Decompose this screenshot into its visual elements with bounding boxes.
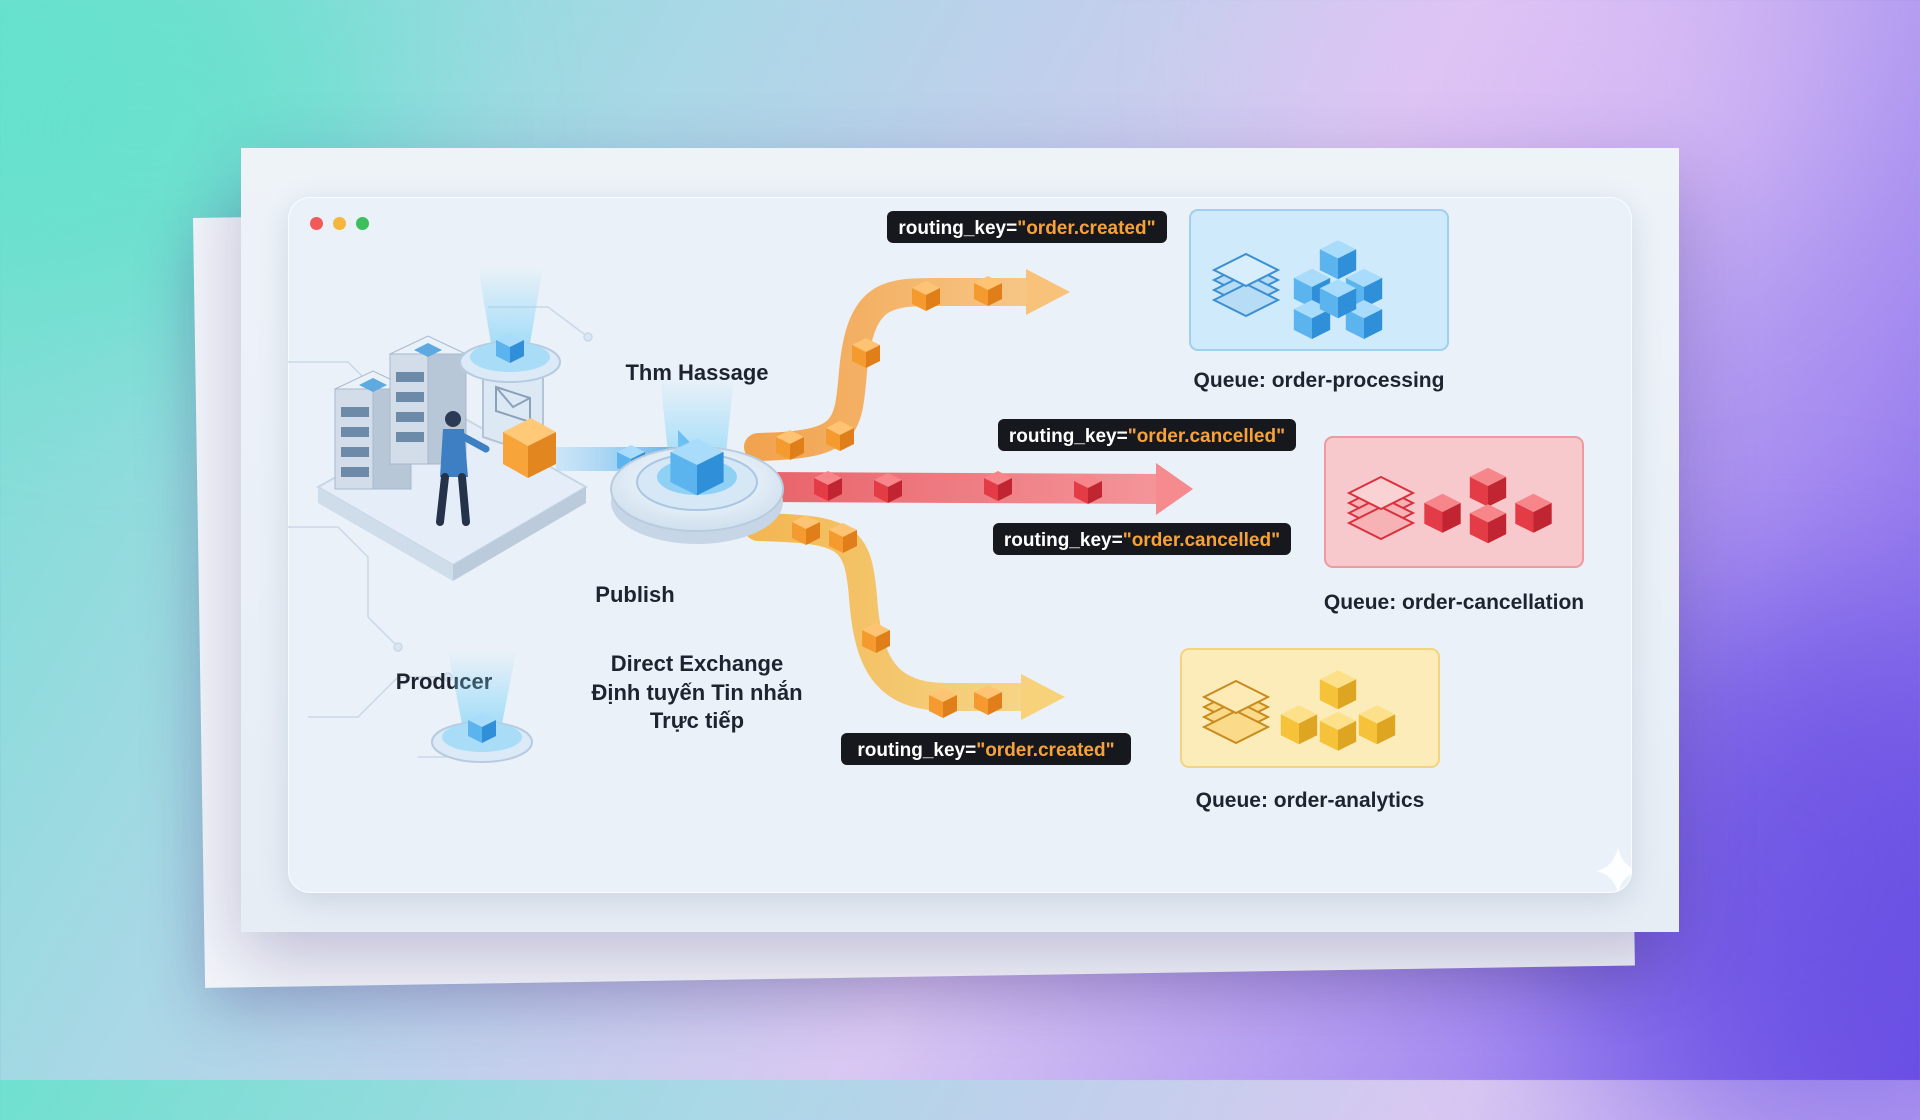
queue-order-cancellation[interactable] — [1324, 436, 1584, 568]
holo-pad-bottom — [431, 652, 533, 763]
holo-pad-top — [459, 267, 561, 383]
routing-key-prefix: routing_key= — [1009, 426, 1128, 447]
routing-key-value: "order.created" — [1017, 218, 1155, 239]
routing-key-label-4: routing_key="order.created" — [841, 733, 1131, 765]
package-icon — [503, 418, 556, 478]
exchange-subtitle-line1: Định tuyến Tin nhắn — [591, 680, 802, 705]
exchange-name: Direct Exchange — [611, 651, 783, 676]
svg-text:routing_key="order.created": routing_key="order.created" — [898, 218, 1155, 239]
routing-key-label-2: routing_key="order.cancelled" — [998, 419, 1296, 451]
routing-key-prefix: routing_key= — [1004, 530, 1123, 551]
stack-icon — [1211, 252, 1281, 318]
stack-icon — [1346, 475, 1416, 541]
routing-key-prefix: routing_key= — [898, 218, 1017, 239]
route-order-analytics[interactable] — [744, 513, 1065, 720]
diagram-window: Producer Publish — [288, 197, 1632, 893]
route-order-cancellation[interactable] — [743, 463, 1193, 515]
queue-order-analytics[interactable] — [1180, 648, 1440, 768]
routing-key-value: "order.cancelled" — [1128, 426, 1285, 447]
sparkle-icon — [1596, 847, 1632, 893]
person-icon — [436, 411, 490, 526]
minimize-dot-icon[interactable] — [333, 217, 346, 230]
maximize-dot-icon[interactable] — [356, 217, 369, 230]
publish-arrow[interactable] — [556, 430, 706, 488]
queue-order-processing[interactable] — [1189, 209, 1449, 351]
exchange-subtitle-line2: Trực tiếp — [650, 708, 744, 733]
direct-exchange-node[interactable] — [610, 377, 784, 544]
svg-text:routing_key="order.cancelled": routing_key="order.cancelled" — [1004, 530, 1280, 551]
queue-label-cancellation: Queue: order-cancellation — [1324, 591, 1584, 614]
route-order-processing[interactable] — [744, 269, 1070, 461]
routing-key-value: "order.cancelled" — [1123, 530, 1280, 551]
routing-key-label-3: routing_key="order.cancelled" — [993, 523, 1291, 555]
routing-key-value: "order.created" — [976, 740, 1114, 761]
svg-text:routing_key="order.created": routing_key="order.created" — [857, 740, 1114, 761]
stack-icon — [1201, 679, 1271, 745]
svg-text:routing_key="order.cancelled": routing_key="order.cancelled" — [1009, 426, 1285, 447]
queue-label-processing: Queue: order-processing — [1194, 369, 1445, 392]
routing-key-prefix: routing_key= — [857, 740, 976, 761]
queue-label-analytics: Queue: order-analytics — [1196, 789, 1425, 812]
server-rack-icon — [333, 335, 468, 490]
exchange-top-label: Thm Hassage — [625, 360, 768, 385]
publish-label: Publish — [595, 582, 674, 607]
close-dot-icon[interactable] — [310, 217, 323, 230]
direct-exchange-diagram: Producer Publish — [288, 209, 1632, 893]
routing-key-label-1: routing_key="order.created" — [887, 211, 1167, 243]
